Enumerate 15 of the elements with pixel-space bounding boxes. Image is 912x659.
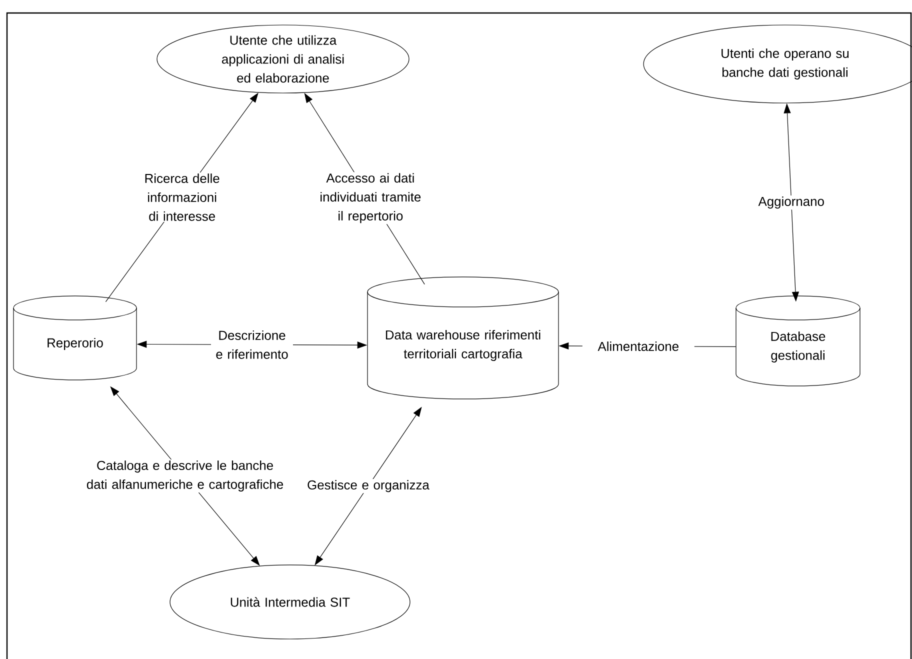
- ellipse-node: Utente che utilizza applicazioni di analisi ed elaborazione: [156, 24, 410, 94]
- edge-label: Ricerca delle informazioni di interesse: [145, 174, 220, 221]
- node-label: Database gestionali: [771, 331, 826, 362]
- database-cylinder: Data warehouse riferimenti territoriali cartografia: [367, 276, 559, 400]
- edge-label: Cataloga e descrive le banche dati alfanumeriche e cartografiche: [86, 460, 284, 492]
- edge-label: Descrizione e riferimento: [216, 330, 288, 359]
- ellipse-node: Unità Intermedia SIT: [170, 564, 410, 640]
- edge-label: Aggiornano: [758, 196, 824, 209]
- node-label: Reperorio: [48, 338, 103, 350]
- edge-label: Accesso ai dati individuati tramite il repertorio: [320, 173, 421, 224]
- database-cylinder: Reperorio: [13, 296, 137, 380]
- edge-label: Gestisce e organizza: [308, 480, 430, 492]
- node-label: Data warehouse riferimenti territoriali cartografia: [386, 330, 540, 361]
- edge-label: Alimentazione: [598, 342, 678, 352]
- database-cylinder: Database gestionali: [736, 296, 860, 386]
